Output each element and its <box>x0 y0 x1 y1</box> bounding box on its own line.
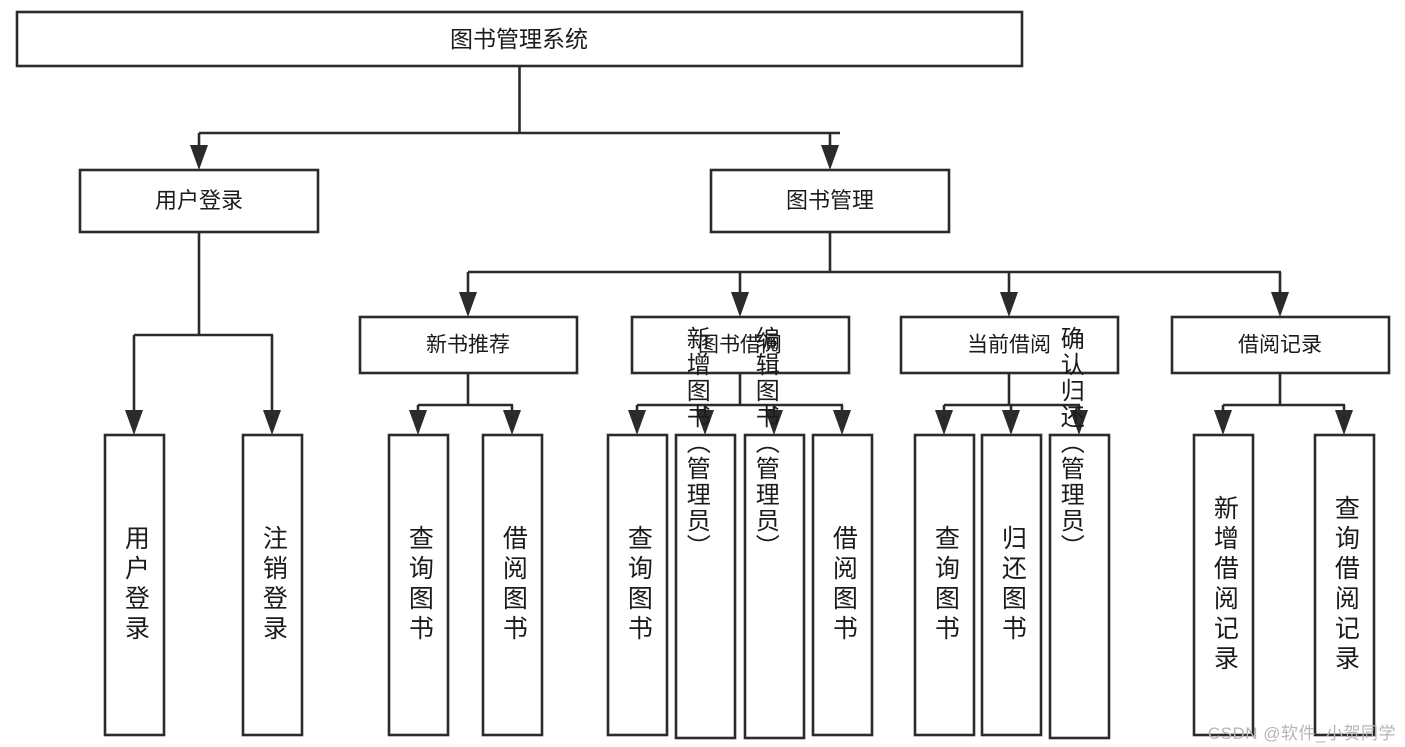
node-leaf-query-book-2[interactable]: 查询图书 <box>606 433 669 737</box>
node-leaf-edit-book-box[interactable] <box>743 433 806 740</box>
node-leaf-query-book-2-label: 查询图书 <box>624 525 653 645</box>
node-leaf-borrow-book-1-box[interactable] <box>481 433 544 737</box>
node-leaf-add-record[interactable]: 新增借阅记录 <box>1192 433 1255 737</box>
node-leaf-add-book-box[interactable] <box>674 433 737 740</box>
node-leaf-edit-book-label: 编辑图书（管理员） <box>751 326 779 560</box>
node-leaf-logout[interactable]: 注销登录 <box>241 433 304 737</box>
node-book-manage-box[interactable] <box>709 168 951 234</box>
node-leaf-add-book-label: 新增图书（管理员） <box>682 326 710 560</box>
node-leaf-edit-book[interactable]: 编辑图书（管理员） <box>743 326 806 740</box>
node-leaf-borrow-book-1-label: 借阅图书 <box>499 525 528 645</box>
node-leaf-query-book-3[interactable]: 查询图书 <box>913 433 976 737</box>
arrow-leaf-query-record <box>1335 410 1353 435</box>
arrow-leaf-query-book-2 <box>628 410 646 435</box>
node-user-login[interactable]: 用户登录 <box>78 168 320 234</box>
node-new-book-rec[interactable]: 新书推荐 <box>358 315 579 375</box>
arrow-leaf-borrow-book-1 <box>503 410 521 435</box>
node-borrow-record-label: 借阅记录 <box>1238 334 1322 357</box>
node-leaf-borrow-book-2-box[interactable] <box>811 433 874 737</box>
node-leaf-query-record-label: 查询借阅记录 <box>1331 495 1360 675</box>
node-leaf-return-book[interactable]: 归还图书 <box>980 433 1043 737</box>
node-root-box[interactable] <box>15 10 1024 68</box>
node-leaf-borrow-book-2-label: 借阅图书 <box>829 525 858 645</box>
arrow-leaf-query-book-3 <box>935 410 953 435</box>
node-root[interactable]: 图书管理系统 <box>15 10 1024 68</box>
node-leaf-return-book-label: 归还图书 <box>998 525 1027 645</box>
arrow-new-book-rec <box>459 292 477 317</box>
arrow-book-manage <box>821 145 839 170</box>
arrow-leaf-add-book <box>696 410 714 435</box>
node-borrow-record-box[interactable] <box>1170 315 1391 375</box>
node-new-book-rec-box[interactable] <box>358 315 579 375</box>
node-leaf-confirm-return-box[interactable] <box>1048 433 1111 740</box>
node-borrow-record[interactable]: 借阅记录 <box>1170 315 1391 375</box>
arrow-leaf-user-login <box>125 410 143 435</box>
node-user-login-label: 用户登录 <box>155 188 243 213</box>
arrow-leaf-add-record <box>1214 410 1232 435</box>
arrow-user-login <box>190 145 208 170</box>
node-leaf-logout-label: 注销登录 <box>259 525 288 645</box>
node-book-borrow-label: 图书借阅 <box>698 334 782 357</box>
arrow-leaf-borrow-book-2 <box>833 410 851 435</box>
arrow-current-borrow <box>1000 292 1018 317</box>
arrow-borrow-record <box>1271 292 1289 317</box>
arrow-leaf-confirm-return <box>1070 410 1088 435</box>
node-leaf-query-book-3-box[interactable] <box>913 433 976 737</box>
arrow-book-borrow <box>731 292 749 317</box>
node-leaf-borrow-book-2[interactable]: 借阅图书 <box>811 433 874 737</box>
node-leaf-borrow-book-1[interactable]: 借阅图书 <box>481 433 544 737</box>
node-leaf-confirm-return-label: 确认归还（管理员） <box>1056 326 1084 560</box>
node-book-manage[interactable]: 图书管理 <box>709 168 951 234</box>
node-leaf-query-record[interactable]: 查询借阅记录 <box>1313 433 1376 737</box>
node-book-manage-label: 图书管理 <box>786 188 874 213</box>
node-leaf-query-book-2-box[interactable] <box>606 433 669 737</box>
node-leaf-user-login[interactable]: 用户登录 <box>103 433 166 737</box>
node-leaf-user-login-label: 用户登录 <box>121 525 150 645</box>
node-book-borrow[interactable]: 图书借阅 <box>630 315 851 375</box>
arrow-leaf-return-book <box>1002 410 1020 435</box>
node-leaf-query-book-1-label: 查询图书 <box>405 525 434 645</box>
node-leaf-add-book[interactable]: 新增图书（管理员） <box>674 326 737 740</box>
node-leaf-logout-box[interactable] <box>241 433 304 737</box>
arrow-leaf-logout <box>263 410 281 435</box>
node-current-borrow[interactable]: 当前借阅 <box>899 315 1120 375</box>
node-current-borrow-label: 当前借阅 <box>967 334 1051 357</box>
node-leaf-add-record-label: 新增借阅记录 <box>1210 495 1239 675</box>
node-leaf-confirm-return[interactable]: 确认归还（管理员） <box>1048 326 1111 740</box>
node-leaf-query-book-1[interactable]: 查询图书 <box>387 433 450 737</box>
node-leaf-query-book-3-label: 查询图书 <box>931 525 960 645</box>
node-book-borrow-box[interactable] <box>630 315 851 375</box>
connector-group <box>125 66 1353 435</box>
node-user-login-box[interactable] <box>78 168 320 234</box>
node-leaf-query-record-box[interactable] <box>1313 433 1376 737</box>
node-leaf-add-record-box[interactable] <box>1192 433 1255 737</box>
node-leaf-query-book-1-box[interactable] <box>387 433 450 737</box>
node-leaf-user-login-box[interactable] <box>103 433 166 737</box>
node-new-book-rec-label: 新书推荐 <box>426 334 510 357</box>
csdn-watermark: CSDN @软件_小贺同学 <box>1207 724 1396 743</box>
node-current-borrow-box[interactable] <box>899 315 1120 375</box>
arrow-leaf-query-book-1 <box>409 410 427 435</box>
node-root-label: 图书管理系统 <box>450 26 588 52</box>
node-leaf-return-book-box[interactable] <box>980 433 1043 737</box>
arrow-leaf-edit-book <box>765 410 783 435</box>
